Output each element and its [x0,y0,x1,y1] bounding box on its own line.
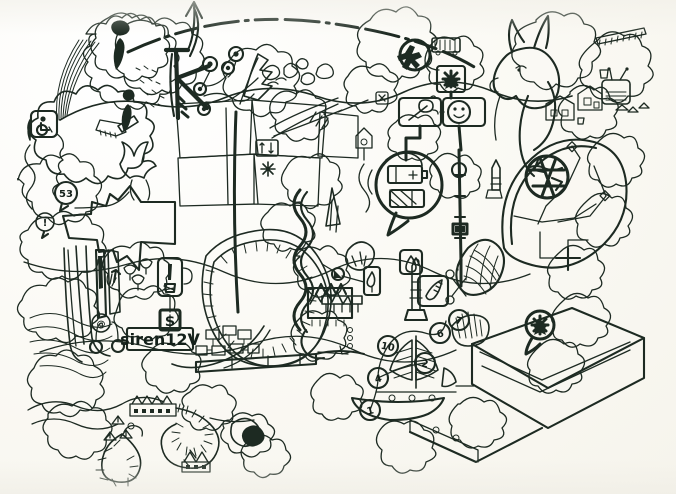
mesh-globe-icon [455,238,506,296]
bus-icon [431,37,461,56]
center-box-network [175,99,359,314]
corn-leaf-box[interactable] [416,274,450,308]
circled-number-text: 2 [420,358,429,370]
siren-label-text: siren12V [120,330,200,349]
circled-number-text: 4 [374,373,383,385]
circled-number-2: 2 [413,351,437,375]
circled-number-6: 6 [428,321,452,345]
donkey-head-icon [489,14,561,178]
exclaim-text: ! [43,218,48,229]
circled-number-text: 1 [366,405,375,417]
spike-fan [314,187,376,313]
circled-number-text: 10 [380,341,396,355]
at-text: @ [97,320,106,330]
badge-53-text: 53 [59,189,73,200]
bridge-village-group [95,395,265,487]
circled-number-text: 6 [436,328,445,340]
small-tower-icon [485,159,503,199]
siren-assembly[interactable]: $ siren12V [120,256,201,352]
slab-block [403,257,646,464]
vertical-scale [450,148,469,288]
horizontal-conduit [194,345,366,374]
circled-number-text: 7 [454,315,463,327]
crest-emblem-group [501,138,628,272]
speech-bubble-53: 53 [53,180,79,213]
circled-numbers-layer: 10 67 4 2 1 [358,308,471,422]
circled-number-1: 1 [358,398,382,422]
icon-box-cluster[interactable] [397,37,487,162]
rope-rungs [202,241,317,359]
battery-secondary [388,188,426,209]
blob-outline-group [16,6,654,479]
small-decor-group [261,58,389,213]
snowflake-badge-icon[interactable] [524,309,556,356]
circled-number-10: 10 [376,334,400,358]
circled-number-7: 7 [447,308,471,332]
village-group [545,27,650,125]
left-arrow-shape [61,184,177,272]
